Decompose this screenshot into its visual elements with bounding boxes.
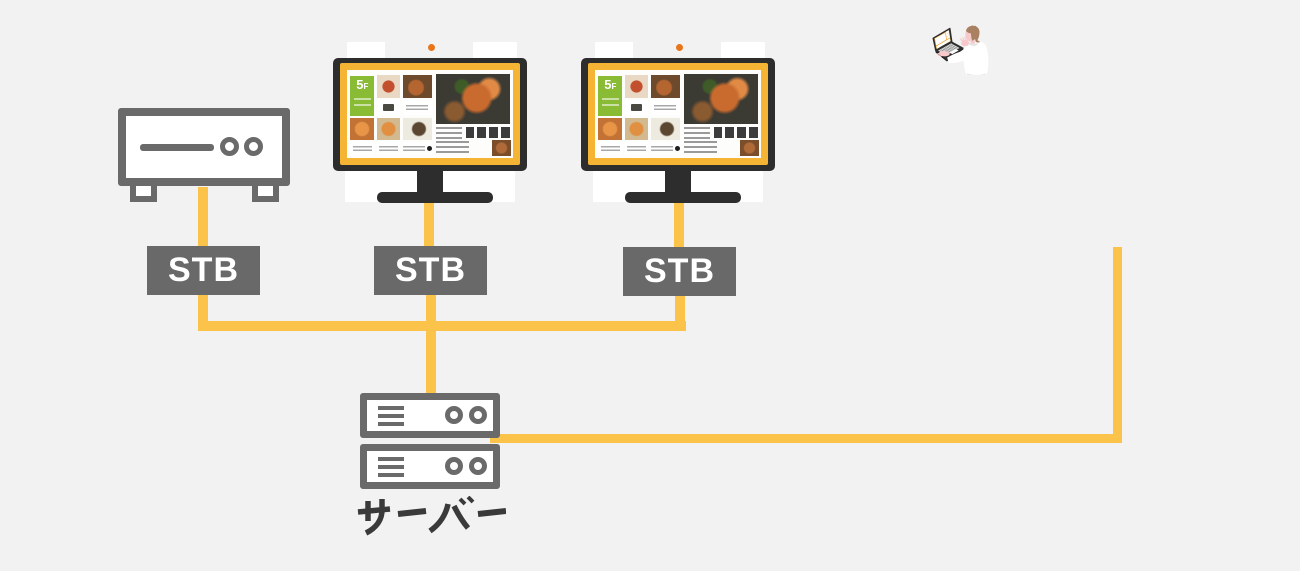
- banner-text-lines: [601, 97, 619, 110]
- camera-dot-icon: [428, 44, 435, 51]
- signage-monitor-1: 5F: [333, 42, 527, 203]
- cable-server-to-operator-horizontal: [490, 434, 1122, 443]
- thumbnail-strip: [465, 127, 510, 138]
- menu-caption: [624, 99, 649, 115]
- backdrop: [721, 42, 765, 59]
- banner-text-lines: [353, 97, 371, 110]
- device-foot: [130, 186, 157, 202]
- vent-bars-icon: [378, 457, 404, 477]
- floor-number: 5: [604, 77, 612, 93]
- stb-label-box-2: STB: [374, 246, 487, 295]
- menu-caption: [376, 142, 401, 156]
- cable-monitor1-to-stb2: [424, 202, 434, 248]
- menu-caption: [402, 142, 432, 156]
- knob-icon: [244, 137, 263, 156]
- monitor-frame: 5F: [588, 63, 768, 165]
- knob-icon: [469, 457, 487, 475]
- menu-thumbnail: [650, 75, 680, 99]
- menu-thumbnail: [650, 117, 680, 141]
- menu-thumbnail: [624, 117, 649, 141]
- floor-suffix: F: [363, 82, 369, 92]
- monitor-bezel: 5F: [333, 58, 527, 171]
- vent-bars-icon: [378, 406, 404, 426]
- monitor-stand-neck: [417, 171, 443, 195]
- set-top-box-device-icon: [118, 108, 290, 186]
- cable-monitor2-to-stb3: [674, 202, 684, 248]
- thumbnail-strip: [713, 127, 758, 138]
- menu-caption: [350, 142, 375, 156]
- knob-icon: [469, 406, 487, 424]
- server-label: サーバー: [356, 495, 507, 536]
- monitor-bezel: 5F: [581, 58, 775, 171]
- server-label-art: [357, 495, 507, 536]
- stb-label-box-3: STB: [623, 247, 736, 296]
- cable-stb3-down: [675, 295, 685, 331]
- floor-badge: 5F: [598, 76, 623, 116]
- monitor-stand-neck: [665, 171, 691, 195]
- operator-illustration: [932, 25, 989, 76]
- signage-monitor-2: 5F: [581, 42, 775, 203]
- knob-icon: [220, 137, 239, 156]
- person-body: [963, 41, 989, 76]
- menu-caption: [402, 99, 432, 115]
- menu-caption: [376, 99, 401, 115]
- cable-bus-horizontal: [198, 321, 686, 331]
- signage-screen: 5F: [595, 70, 761, 158]
- menu-caption: [650, 99, 680, 115]
- stb-label-box-1: STB: [147, 246, 260, 295]
- featured-dish-photo: [435, 73, 511, 124]
- server-unit-1: [360, 393, 500, 438]
- menu-text-block: [435, 127, 463, 139]
- menu-thumbnail: [402, 117, 432, 141]
- monitor-stand-base: [625, 192, 741, 203]
- raised-hand-icon: [959, 36, 969, 47]
- floor-number: 5: [356, 77, 364, 93]
- menu-thumbnail: [376, 117, 401, 141]
- menu-text-block: [435, 141, 469, 156]
- cable-operator-vertical: [1113, 247, 1122, 443]
- menu-thumbnail: [350, 117, 375, 141]
- monitor-frame: 5F: [340, 63, 520, 165]
- cable-stb2-to-server: [426, 294, 436, 394]
- server-unit-2: [360, 444, 500, 489]
- backdrop: [595, 42, 633, 59]
- camera-dot-icon: [676, 44, 683, 51]
- menu-thumbnail: [598, 117, 623, 141]
- knob-icon: [445, 457, 463, 475]
- menu-thumbnail: [492, 140, 511, 157]
- device-foot: [252, 186, 279, 202]
- trackpad-icon: [949, 48, 959, 55]
- menu-caption: [650, 142, 680, 156]
- signage-screen: 5F: [347, 70, 513, 158]
- menu-text-block: [683, 127, 711, 139]
- cable-stbdevice-to-stb1: [198, 187, 208, 247]
- disc-slot-icon: [140, 144, 214, 151]
- backdrop: [473, 42, 517, 59]
- monitor-stand-base: [377, 192, 493, 203]
- menu-thumbnail: [624, 75, 649, 99]
- floor-suffix: F: [611, 82, 617, 92]
- menu-text-block: [683, 141, 717, 156]
- backdrop: [347, 42, 385, 59]
- menu-thumbnail: [402, 75, 432, 99]
- featured-dish-photo: [683, 73, 759, 124]
- floor-badge: 5F: [350, 76, 375, 116]
- webcam-icon: [941, 32, 942, 34]
- menu-caption: [624, 142, 649, 156]
- menu-caption: [598, 142, 623, 156]
- cable-stb1-down: [198, 294, 208, 331]
- knob-icon: [445, 406, 463, 424]
- typing-hand-icon: [937, 50, 950, 57]
- menu-thumbnail: [740, 140, 759, 157]
- menu-thumbnail: [376, 75, 401, 99]
- typing-arm: [937, 50, 971, 64]
